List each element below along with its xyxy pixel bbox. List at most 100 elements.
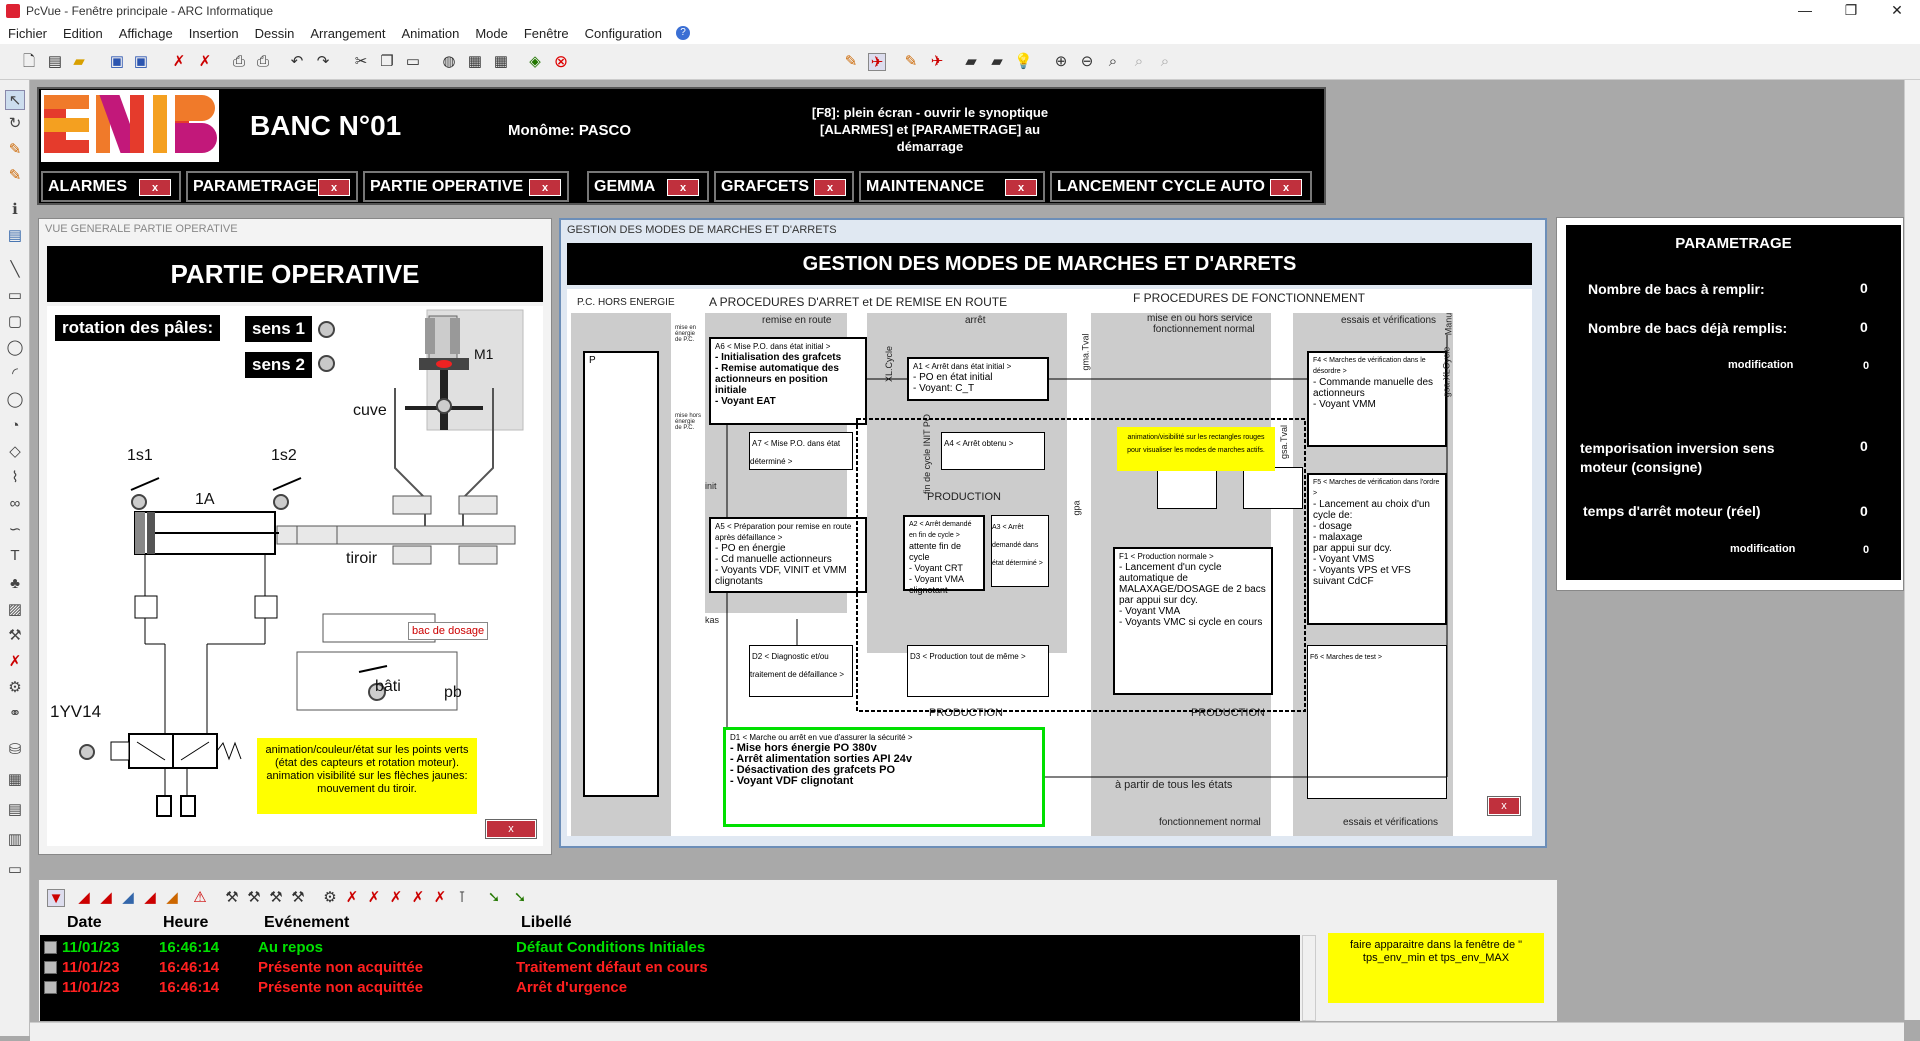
stop-icon[interactable]: ⊗ [553, 52, 569, 71]
box-a6[interactable]: A6 < Mise P.O. dans état initial > - Ini… [709, 337, 867, 425]
menu-insertion[interactable]: Insertion [188, 25, 239, 41]
box-a4[interactable]: A4 < Arrêt obtenu > [941, 432, 1045, 470]
table-icon[interactable]: ▤ [7, 801, 23, 818]
po-close-button[interactable]: x [486, 820, 536, 838]
alarm-row-checkbox[interactable] [44, 981, 57, 994]
window2-icon[interactable]: ▦ [493, 53, 509, 70]
animation-icon[interactable]: ✈ [930, 53, 944, 70]
close-window-button[interactable]: ✕ [1891, 2, 1903, 18]
col-date[interactable]: Date [67, 914, 102, 931]
rect-tool-icon[interactable]: ▭ [7, 287, 23, 304]
alarm-gear-icon[interactable]: ⚙ [323, 889, 337, 906]
alarm-x4-icon[interactable]: ✗ [411, 889, 425, 906]
pencil-icon[interactable]: ✎ [844, 53, 858, 70]
alarm-row-checkbox[interactable] [44, 941, 57, 954]
circle-tool-icon[interactable]: ◯ [6, 391, 24, 408]
alarm-sort-icon[interactable]: ◢ [166, 889, 178, 906]
menu-fichier[interactable]: Fichier [8, 25, 48, 41]
tab-close-button[interactable]: x [139, 179, 171, 196]
edit-mode-icon[interactable]: ✎ [904, 53, 918, 70]
alarm-icon[interactable]: ▰ [965, 53, 977, 70]
polygon-tool-icon[interactable]: ◇ [9, 443, 21, 460]
alarm2-icon[interactable]: ▰ [991, 53, 1003, 70]
alarm-tool4-icon[interactable]: ⚒ [291, 889, 305, 906]
window-icon[interactable]: ▦ [467, 53, 483, 70]
open-icon[interactable]: ▤ [47, 53, 63, 70]
print-icon[interactable]: ⎙ [256, 53, 269, 70]
menu-edition[interactable]: Edition [63, 25, 103, 41]
tempo-value[interactable]: 0 [1860, 438, 1868, 454]
filter-dropdown-icon[interactable]: ▼ [47, 889, 65, 907]
col-heure[interactable]: Heure [163, 914, 209, 931]
redo-icon[interactable]: ↷ [316, 53, 330, 70]
alarm-filter2-icon[interactable]: ⊺ [458, 889, 466, 906]
menu-mode[interactable]: Mode [475, 25, 508, 41]
alarm-list-scrollbar[interactable] [1302, 935, 1316, 1021]
modification-label-1[interactable]: modification [1728, 359, 1794, 371]
menu-dessin[interactable]: Dessin [254, 25, 295, 41]
zoom-in-icon[interactable]: ⊕ [1054, 53, 1068, 70]
pen-tool-icon[interactable]: ✎ [8, 167, 22, 184]
bacs-remplir-value[interactable]: 0 [1860, 280, 1868, 296]
folder-icon[interactable]: ▰ [73, 53, 85, 70]
box-f1[interactable]: F1 < Production normale > - Lancement d'… [1113, 547, 1273, 695]
box-a7[interactable]: A7 < Mise P.O. dans état déterminé > [749, 432, 853, 470]
mask-icon[interactable]: ◢ [122, 889, 134, 906]
help-icon[interactable]: ? [676, 26, 690, 40]
box-d3[interactable]: D3 < Production tout de même > [907, 645, 1049, 697]
box-a3[interactable]: A3 < Arrêt demandé dans état déterminé > [991, 515, 1049, 587]
alarm-row-checkbox[interactable] [44, 961, 57, 974]
vertical-scrollbar[interactable] [1904, 80, 1920, 1020]
pie-tool-icon[interactable]: ◔ [10, 417, 20, 434]
grid-icon[interactable]: ▦ [7, 771, 23, 788]
chart-tool-icon[interactable]: ▥ [7, 831, 23, 848]
alarm-tool1-icon[interactable]: ⚒ [225, 889, 239, 906]
copy-icon[interactable]: ❐ [380, 53, 394, 70]
bezier-tool-icon[interactable]: ∽ [8, 521, 22, 538]
undo-icon[interactable]: ↶ [290, 53, 304, 70]
menu-affichage[interactable]: Affichage [118, 25, 173, 41]
rounded-rect-icon[interactable]: ▢ [7, 313, 23, 330]
alarm-arrow2-icon[interactable]: ➘ [513, 889, 527, 906]
alarm-x3-icon[interactable]: ✗ [389, 889, 403, 906]
ellipse-tool-icon[interactable]: ◯ [6, 339, 24, 356]
tab-close-button[interactable]: x [1005, 179, 1037, 196]
alarm-x1-icon[interactable]: ✗ [345, 889, 359, 906]
restore-button[interactable]: ❐ [1844, 2, 1858, 18]
box-f6[interactable]: F6 < Marches de test > [1307, 645, 1447, 799]
close-doc-icon[interactable]: ✗ [172, 53, 186, 70]
zoom-out-icon[interactable]: ⊖ [1080, 53, 1094, 70]
box-a5[interactable]: A5 < Préparation pour remise en route ap… [709, 517, 867, 593]
tab-close-button[interactable]: x [318, 179, 350, 196]
form-icon[interactable]: ▤ [7, 227, 23, 244]
rotate-icon[interactable]: ↻ [8, 115, 22, 132]
polyline-tool-icon[interactable]: ⌇ [11, 469, 19, 486]
delete-icon[interactable]: ✗ [198, 53, 212, 70]
print-preview-icon[interactable]: ⎙ [232, 53, 245, 70]
alarm-tool3-icon[interactable]: ⚒ [269, 889, 283, 906]
menu-arrangement[interactable]: Arrangement [310, 25, 386, 41]
col-libelle[interactable]: Libellé [521, 914, 572, 931]
alarm-x5-icon[interactable]: ✗ [433, 889, 447, 906]
frame-tool-icon[interactable]: ▭ [7, 861, 23, 878]
modification-label-2[interactable]: modification [1730, 543, 1796, 555]
curve-tool-icon[interactable]: ∞ [9, 495, 21, 512]
box-d2[interactable]: D2 < Diagnostic et/ou traitement de défa… [749, 645, 853, 697]
zoom-area-icon[interactable]: ⌕ [1160, 53, 1170, 70]
cut-icon[interactable]: ✂ [354, 53, 368, 70]
ack-icon[interactable]: ◢ [78, 889, 90, 906]
info-icon[interactable]: ℹ [12, 201, 18, 218]
menu-fenetre[interactable]: Fenêtre [523, 25, 569, 41]
box-a2[interactable]: A2 < Arrêt demandé en fin de cycle > att… [903, 515, 985, 595]
alarm-arrow1-icon[interactable]: ➘ [487, 889, 501, 906]
ack-all-icon[interactable]: ◢ [100, 889, 112, 906]
alarm-filter-icon[interactable]: ◢ [144, 889, 156, 906]
paste-icon[interactable]: ▭ [405, 53, 421, 70]
zoom-icon[interactable]: ⌕ [1108, 53, 1118, 70]
